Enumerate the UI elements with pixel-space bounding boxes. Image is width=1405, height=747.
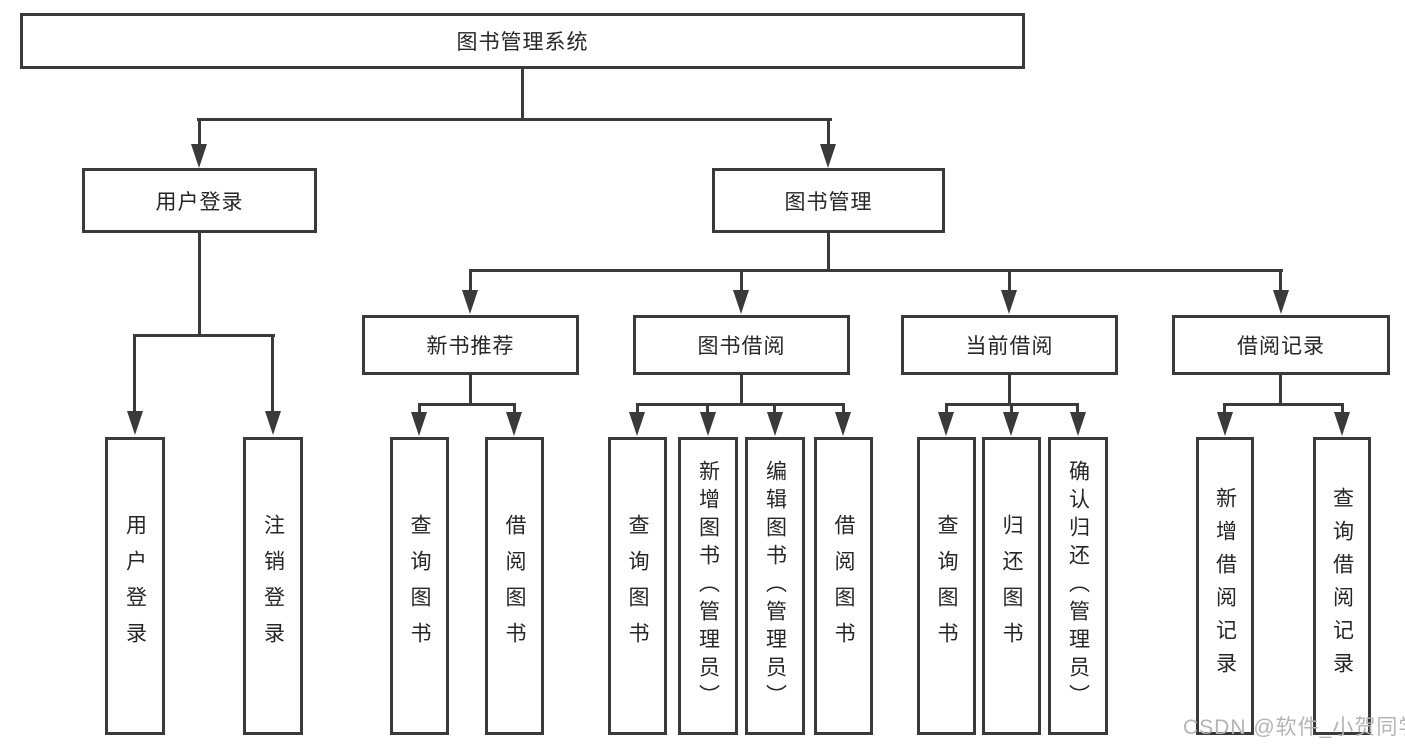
connector-bb-child4-stem bbox=[842, 403, 845, 414]
arrowhead-login bbox=[191, 144, 207, 168]
arrowhead-bb-add-books bbox=[700, 412, 716, 436]
arrowhead-bookborrow bbox=[733, 290, 749, 314]
leaf-bb-borrow-books: 借阅图书 bbox=[814, 437, 873, 735]
connector-bookborrow-stem bbox=[740, 375, 743, 406]
leaf-cb-return-books: 归还图书 bbox=[982, 437, 1041, 735]
leaf-bb-borrow-books-label: 借阅图书 bbox=[832, 514, 855, 658]
arrowhead-br-add-record bbox=[1217, 412, 1233, 436]
connector-level3-hline bbox=[469, 269, 1283, 272]
node-borrow-records-label: 借阅记录 bbox=[1237, 335, 1325, 358]
node-root-system-label: 图书管理系统 bbox=[456, 31, 589, 54]
leaf-nb-borrow-books: 借阅图书 bbox=[485, 437, 544, 735]
node-user-login: 用户登录 bbox=[82, 168, 317, 233]
connector-nb-child2-stem bbox=[513, 403, 516, 414]
leaf-nb-query-books-label: 查询图书 bbox=[408, 514, 431, 658]
arrowhead-cb-return-books bbox=[1003, 412, 1019, 436]
connector-br-child2-stem bbox=[1341, 403, 1344, 414]
arrowhead-bb-query-books bbox=[629, 412, 645, 436]
node-root-system: 图书管理系统 bbox=[20, 13, 1025, 69]
csdn-watermark: CSDN @软件_小贺同学 bbox=[1183, 716, 1405, 739]
node-current-borrow: 当前借阅 bbox=[901, 315, 1118, 375]
connector-cb-child3-stem bbox=[1076, 403, 1079, 414]
connector-bb-child1-stem bbox=[636, 403, 639, 414]
arrowhead-cb-confirm-return bbox=[1070, 412, 1086, 436]
leaf-logout-label: 注销登录 bbox=[261, 514, 285, 658]
connector-borrowrecords-hline bbox=[1223, 403, 1344, 406]
leaf-bb-edit-books-admin-label: 编辑图书（管理员） bbox=[763, 460, 787, 712]
leaf-br-add-borrow-record-label: 新增借阅记录 bbox=[1213, 487, 1237, 685]
node-user-login-label: 用户登录 bbox=[155, 190, 244, 214]
node-borrow-records: 借阅记录 bbox=[1172, 315, 1390, 375]
leaf-br-query-borrow-record-label: 查询借阅记录 bbox=[1330, 487, 1354, 685]
connector-currentborrow-arrow-stem bbox=[1008, 269, 1011, 292]
leaf-cb-confirm-return-admin: 确认归还（管理员） bbox=[1048, 437, 1108, 735]
connector-borrowrecords-arrow-stem bbox=[1279, 269, 1282, 292]
leaf-bb-query-books: 查询图书 bbox=[608, 437, 667, 735]
connector-login-stem bbox=[198, 233, 201, 336]
leaf-nb-query-books: 查询图书 bbox=[390, 437, 449, 735]
connector-login-hline bbox=[133, 334, 275, 337]
arrowhead-bb-borrow-books bbox=[835, 412, 851, 436]
arrowhead-cb-query-books bbox=[938, 412, 954, 436]
connector-login-child1-stem bbox=[133, 334, 136, 413]
connector-login-arrow-stem bbox=[198, 118, 201, 148]
node-new-book-recommend-label: 新书推荐 bbox=[426, 335, 515, 358]
leaf-cb-query-books: 查询图书 bbox=[917, 437, 976, 735]
connector-cb-child1-stem bbox=[945, 403, 948, 414]
connector-mgmt-stem bbox=[827, 233, 830, 271]
connector-bookborrow-hline bbox=[636, 403, 844, 406]
leaf-bb-edit-books-admin: 编辑图书（管理员） bbox=[745, 437, 805, 735]
connector-root-stem bbox=[521, 69, 524, 120]
arrowhead-currentborrow bbox=[1001, 290, 1017, 314]
connector-br-child1-stem bbox=[1223, 403, 1226, 414]
connector-currentborrow-stem bbox=[1008, 375, 1011, 406]
arrowhead-nb-query-books bbox=[411, 412, 427, 436]
connector-bookborrow-arrow-stem bbox=[740, 269, 743, 292]
node-book-borrow: 图书借阅 bbox=[633, 315, 850, 375]
leaf-bb-add-books-admin-label: 新增图书（管理员） bbox=[696, 460, 720, 712]
leaf-user-login: 用户登录 bbox=[105, 437, 165, 735]
arrowhead-leaf-logout bbox=[265, 411, 281, 435]
leaf-cb-confirm-return-admin-label: 确认归还（管理员） bbox=[1066, 460, 1090, 712]
leaf-br-query-borrow-record: 查询借阅记录 bbox=[1313, 437, 1371, 735]
leaf-cb-return-books-label: 归还图书 bbox=[1000, 514, 1023, 658]
connector-bb-child3-stem bbox=[773, 403, 776, 414]
leaf-bb-query-books-label: 查询图书 bbox=[626, 514, 649, 658]
node-new-book-recommend: 新书推荐 bbox=[362, 315, 579, 375]
connector-login-child2-stem bbox=[271, 334, 274, 413]
arrowhead-mgmt bbox=[820, 144, 836, 168]
connector-borrowrecords-stem bbox=[1279, 375, 1282, 406]
arrowhead-borrowrecords bbox=[1273, 290, 1289, 314]
node-book-borrow-label: 图书借阅 bbox=[697, 335, 786, 358]
leaf-user-login-label: 用户登录 bbox=[123, 514, 147, 658]
arrowhead-br-query-record bbox=[1334, 412, 1350, 436]
arrowhead-nb-borrow-books bbox=[506, 412, 522, 436]
node-book-mgmt: 图书管理 bbox=[712, 168, 945, 233]
connector-bb-child2-stem bbox=[706, 403, 709, 414]
arrowhead-newbook bbox=[462, 290, 478, 314]
leaf-logout: 注销登录 bbox=[243, 437, 303, 735]
leaf-br-add-borrow-record: 新增借阅记录 bbox=[1196, 437, 1254, 735]
connector-newbook-arrow-stem bbox=[469, 269, 472, 292]
leaf-nb-borrow-books-label: 借阅图书 bbox=[503, 514, 526, 658]
connector-mgmt-arrow-stem bbox=[827, 118, 830, 148]
node-book-mgmt-label: 图书管理 bbox=[784, 190, 873, 214]
connector-newbook-hline bbox=[418, 403, 516, 406]
connector-cb-child2-stem bbox=[1010, 403, 1013, 414]
connector-nb-child1-stem bbox=[418, 403, 421, 414]
connector-level2-hline bbox=[197, 118, 832, 121]
arrowhead-leaf-user-login bbox=[127, 411, 143, 435]
leaf-bb-add-books-admin: 新增图书（管理员） bbox=[678, 437, 738, 735]
node-current-borrow-label: 当前借阅 bbox=[965, 335, 1054, 358]
leaf-cb-query-books-label: 查询图书 bbox=[935, 514, 958, 658]
arrowhead-bb-edit-books bbox=[767, 412, 783, 436]
connector-newbook-stem bbox=[469, 375, 472, 406]
